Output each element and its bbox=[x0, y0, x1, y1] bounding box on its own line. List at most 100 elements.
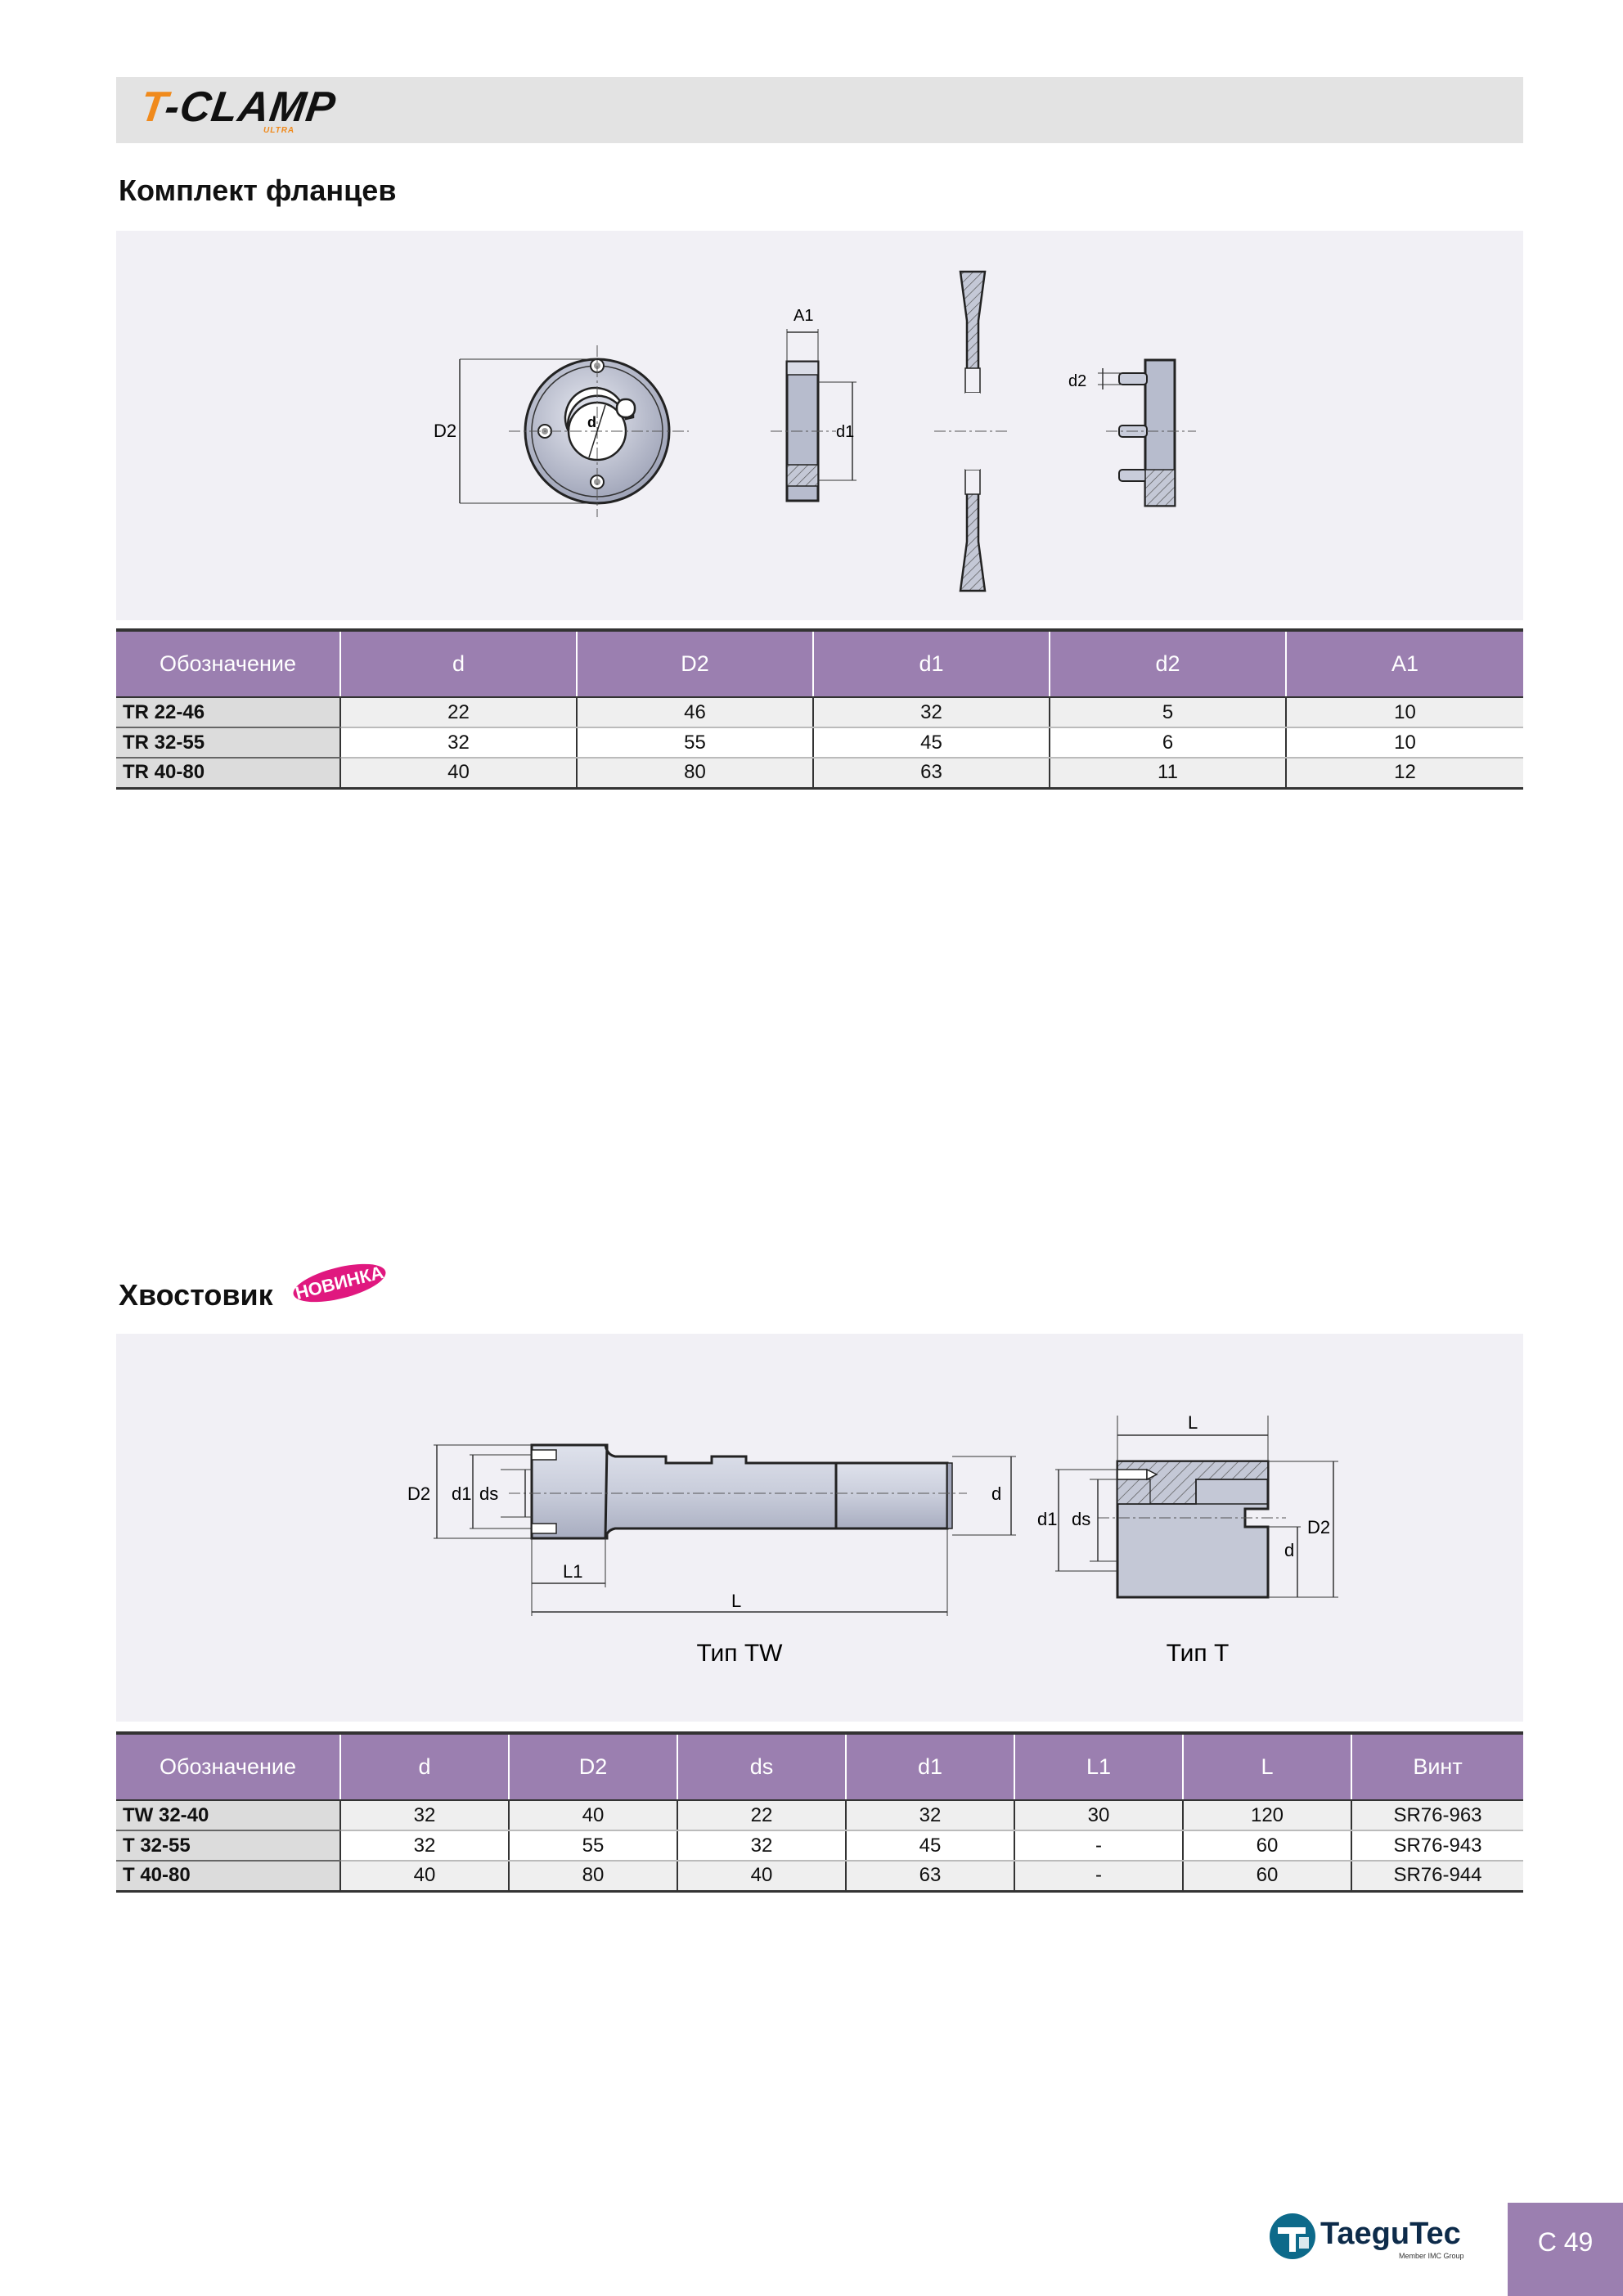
label-t-L: L bbox=[1188, 1412, 1198, 1433]
cell: 55 bbox=[576, 727, 813, 759]
header-A1: A1 bbox=[1285, 628, 1523, 698]
footer-company: TaeguTec bbox=[1320, 2217, 1461, 2251]
label-tw-d: d bbox=[991, 1483, 1001, 1504]
cell: TR 40-80 bbox=[116, 758, 340, 790]
flanges-title: Комплект фланцев bbox=[119, 173, 397, 207]
cell: 45 bbox=[845, 1830, 1014, 1862]
cell: 63 bbox=[812, 758, 1050, 790]
cell: 32 bbox=[339, 1800, 509, 1831]
label-d1: d1 bbox=[836, 423, 854, 441]
cell: 45 bbox=[812, 727, 1050, 759]
table-row: T 32-55 32 55 32 45 - 60 SR76-943 bbox=[116, 1830, 1523, 1862]
cell: 80 bbox=[576, 758, 813, 790]
shank-table: Обозначение d D2 ds d1 L1 L Винт TW 32-4… bbox=[116, 1731, 1523, 1893]
cell: - bbox=[1014, 1861, 1183, 1893]
header-d2: d2 bbox=[1049, 628, 1286, 698]
table-header-row: Обозначение d D2 d1 d2 A1 bbox=[116, 628, 1523, 698]
flanges-drawing: d D2 A1 d1 bbox=[434, 270, 1196, 592]
label-A1: A1 bbox=[794, 307, 813, 325]
cell: 80 bbox=[508, 1861, 677, 1893]
type-t-drawing: L d1 ds D2 d Тип T bbox=[1037, 1412, 1338, 1667]
cell: 40 bbox=[339, 1861, 509, 1893]
label-tw-D2: D2 bbox=[407, 1483, 430, 1504]
table-row: TR 32-55 32 55 45 6 10 bbox=[116, 727, 1523, 759]
disc-profile-view bbox=[934, 270, 1008, 592]
header-designation: Обозначение bbox=[116, 1731, 340, 1801]
cell: 32 bbox=[812, 697, 1050, 728]
cell: 55 bbox=[508, 1830, 677, 1862]
header-designation: Обозначение bbox=[116, 628, 340, 698]
taegutec-logo: TaeguTec Member IMC Group bbox=[1268, 2209, 1481, 2263]
flange-front-view: d D2 bbox=[434, 345, 689, 517]
table-row: TR 40-80 40 80 63 11 12 bbox=[116, 758, 1523, 790]
header-d: d bbox=[339, 1731, 509, 1801]
cell: 12 bbox=[1285, 758, 1523, 790]
cell: 22 bbox=[677, 1800, 846, 1831]
taegutec-emblem-icon: TaeguTec Member IMC Group bbox=[1270, 2213, 1464, 2260]
header-D2: D2 bbox=[576, 628, 813, 698]
cell: SR76-963 bbox=[1351, 1800, 1523, 1831]
logo-rest: -CLAMP bbox=[161, 83, 339, 131]
flange-side-view: A1 d1 bbox=[771, 307, 856, 502]
label-d: d bbox=[587, 414, 596, 430]
header-L: L bbox=[1182, 1731, 1351, 1801]
cell: T 40-80 bbox=[116, 1861, 340, 1893]
label-t-D2: D2 bbox=[1307, 1517, 1330, 1537]
label-d2: d2 bbox=[1068, 372, 1086, 390]
cell: 63 bbox=[845, 1861, 1014, 1893]
label-type-tw: Тип TW bbox=[697, 1640, 784, 1667]
label-tw-L1: L1 bbox=[563, 1561, 582, 1582]
header-d: d bbox=[339, 628, 577, 698]
page-number: C 49 bbox=[1508, 2203, 1623, 2296]
label-tw-d1: d1 bbox=[452, 1483, 471, 1504]
cell: 6 bbox=[1049, 727, 1286, 759]
cell: - bbox=[1014, 1830, 1183, 1862]
cell: SR76-944 bbox=[1351, 1861, 1523, 1893]
cell: 40 bbox=[508, 1800, 677, 1831]
cell: 32 bbox=[677, 1830, 846, 1862]
t-clamp-logo: T-CLAMP ULTRA bbox=[137, 83, 339, 135]
cell: TW 32-40 bbox=[116, 1800, 340, 1831]
logo-sub: ULTRA bbox=[263, 126, 295, 135]
label-t-d: d bbox=[1284, 1540, 1294, 1560]
pin-plate-view: d2 bbox=[1068, 358, 1196, 507]
label-tw-ds: ds bbox=[479, 1483, 498, 1504]
cell: 32 bbox=[339, 1830, 509, 1862]
table-row: TW 32-40 32 40 22 32 30 120 SR76-963 bbox=[116, 1800, 1523, 1831]
label-type-t: Тип T bbox=[1167, 1640, 1230, 1667]
shank-title: Хвостовик bbox=[119, 1278, 273, 1312]
brand-bar: T-CLAMP ULTRA bbox=[116, 77, 1523, 143]
label-t-d1: d1 bbox=[1037, 1509, 1057, 1529]
footer-company-sub: Member IMC Group bbox=[1399, 2252, 1464, 2260]
logo-wordmark: T-CLAMP bbox=[137, 83, 339, 131]
header-d1: d1 bbox=[812, 628, 1050, 698]
type-tw-drawing: D2 d1 ds d L1 L Тип TW bbox=[407, 1443, 1016, 1667]
cell: 10 bbox=[1285, 727, 1523, 759]
cell: 11 bbox=[1049, 758, 1286, 790]
header-D2: D2 bbox=[508, 1731, 677, 1801]
flanges-drawing-panel: d D2 A1 d1 bbox=[116, 231, 1523, 620]
shank-drawing-panel: D2 d1 ds d L1 L Тип TW bbox=[116, 1334, 1523, 1722]
cell: 10 bbox=[1285, 697, 1523, 728]
cell: 32 bbox=[339, 727, 577, 759]
header-d1: d1 bbox=[845, 1731, 1014, 1801]
label-D2: D2 bbox=[434, 421, 456, 441]
shank-drawing: D2 d1 ds d L1 L Тип TW bbox=[407, 1412, 1338, 1667]
cell: SR76-943 bbox=[1351, 1830, 1523, 1862]
table-header-row: Обозначение d D2 ds d1 L1 L Винт bbox=[116, 1731, 1523, 1801]
badge-text: НОВИНКА bbox=[293, 1262, 386, 1303]
cell: 60 bbox=[1182, 1830, 1351, 1862]
header-ds: ds bbox=[677, 1731, 846, 1801]
cell: 30 bbox=[1014, 1800, 1183, 1831]
cell: 120 bbox=[1182, 1800, 1351, 1831]
cell: TR 32-55 bbox=[116, 727, 340, 759]
cell: 32 bbox=[845, 1800, 1014, 1831]
label-tw-L: L bbox=[731, 1591, 741, 1611]
table-row: T 40-80 40 80 40 63 - 60 SR76-944 bbox=[116, 1861, 1523, 1893]
cell: 5 bbox=[1049, 697, 1286, 728]
cell: TR 22-46 bbox=[116, 697, 340, 728]
cell: 40 bbox=[677, 1861, 846, 1893]
cell: 22 bbox=[339, 697, 577, 728]
header-L1: L1 bbox=[1014, 1731, 1183, 1801]
cell: T 32-55 bbox=[116, 1830, 340, 1862]
